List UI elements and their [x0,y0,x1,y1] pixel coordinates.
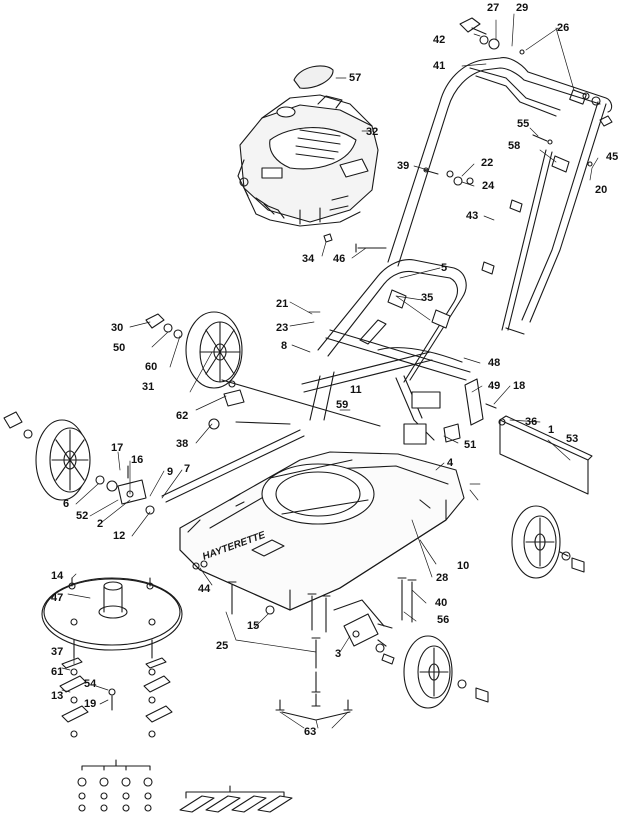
wheel-31 [185,311,243,389]
callout-12: 12 [113,530,126,542]
callout-9: 9 [167,466,174,478]
callout-49: 49 [488,380,501,392]
callout-48: 48 [488,357,501,369]
callout-25: 25 [216,640,229,652]
callout-2: 2 [97,518,104,530]
callout-63: 63 [304,726,317,738]
callout-34: 34 [302,253,315,265]
callout-35: 35 [421,292,434,304]
callout-8: 8 [281,340,288,352]
callout-19: 19 [84,698,97,710]
cable-bracket-49 [377,347,497,443]
callout-42: 42 [433,34,446,46]
callout-26: 26 [557,22,570,34]
wheel-right-front [403,635,489,709]
callout-11: 11 [350,384,362,396]
axle-rods [161,379,385,627]
callout-58: 58 [508,140,521,152]
screw-kit-63 [77,759,153,812]
callout-55: 55 [517,118,530,130]
callout-7: 7 [184,463,191,475]
callout-28: 28 [436,572,449,584]
callout-51: 51 [464,439,477,451]
engine-cap-57 [293,65,334,89]
callout-60: 60 [145,361,158,373]
callout-15: 15 [247,620,260,632]
callout-56: 56 [437,614,450,626]
engine-small-parts [323,167,474,253]
callout-3: 3 [335,648,342,660]
callout-14: 14 [51,570,64,582]
callout-40: 40 [435,597,448,609]
callout-44: 44 [198,583,211,595]
deck-bolts [192,562,417,693]
upper-handle [387,57,613,335]
blade-kit-56 [179,785,293,813]
callout-43: 43 [466,210,479,222]
mower-deck [179,451,465,611]
callout-17: 17 [111,442,124,454]
callout-53: 53 [566,433,579,445]
callout-32: 32 [366,126,379,138]
callout-39: 39 [397,160,410,172]
rear-flap-1 [498,415,593,495]
callout-36: 36 [525,416,538,428]
callout-5: 5 [441,262,448,274]
front-axle-bracket [343,613,395,665]
callout-62: 62 [176,410,189,422]
callout-24: 24 [482,180,495,192]
callout-31: 31 [142,381,155,393]
bolt-kit-19 [275,693,353,721]
engine [237,94,379,227]
callout-23: 23 [276,322,289,334]
callout-6: 6 [63,498,70,510]
callout-1: 1 [548,424,555,436]
callout-30: 30 [111,322,124,334]
callout-4: 4 [447,457,454,469]
blade-disc-47 [41,577,183,651]
callout-10: 10 [457,560,470,572]
callout-18: 18 [513,380,526,392]
callout-50: 50 [113,342,126,354]
callout-20: 20 [595,184,608,196]
callout-13: 13 [51,690,64,702]
callout-21: 21 [276,298,289,310]
callout-59: 59 [336,399,349,411]
wheel-right-rear [511,505,585,579]
callout-22: 22 [481,157,494,169]
callout-29: 29 [516,2,529,14]
callout-54: 54 [84,678,97,690]
callout-37: 37 [51,646,64,658]
handle-knob-42 [459,17,525,55]
callout-52: 52 [76,510,89,522]
wheel-6 [35,419,91,501]
callout-45: 45 [606,151,619,163]
callout-27: 27 [487,2,500,14]
callout-61: 61 [51,666,64,678]
callout-57: 57 [349,72,362,84]
callout-46: 46 [333,253,346,265]
callout-16: 16 [131,454,144,466]
left-hub-parts [3,313,245,568]
callout-47: 47 [51,592,64,604]
lower-handle-frame [301,259,471,445]
leader-lines [61,13,599,729]
blade-set [59,639,173,738]
callout-38: 38 [176,438,189,450]
callout-41: 41 [433,60,446,72]
